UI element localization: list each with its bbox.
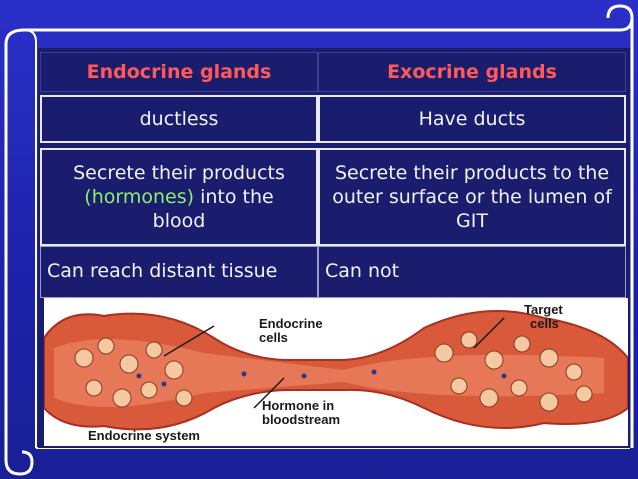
table-header-row: Endocrine glands Exocrine glands <box>40 52 626 92</box>
label-hormone-1: Hormone in <box>262 398 334 413</box>
cell-endocrine-secretion: Secrete their products (hormones) into t… <box>40 148 318 246</box>
cell-exocrine-secretion: Secrete their products to the outer surf… <box>318 148 626 246</box>
header-endocrine: Endocrine glands <box>40 52 318 92</box>
label-hormone-2: bloodstream <box>262 412 340 427</box>
table-row: Secrete their products (hormones) into t… <box>40 148 626 246</box>
table-row: Can reach distant tissue Can not <box>40 246 626 298</box>
hormone-particles <box>136 369 507 387</box>
label-endocrine-cells-2: cells <box>259 330 288 345</box>
endocrine-diagram: Endocrine cells Target cells Hormone in … <box>43 298 629 446</box>
label-target-cells-1: Target <box>524 302 563 317</box>
secretion-text-1: Secrete their products <box>73 162 285 184</box>
header-exocrine: Exocrine glands <box>318 52 626 92</box>
cell-distant-tissue: Can reach distant tissue <box>40 246 318 298</box>
label-target-cells-2: cells <box>530 316 559 331</box>
cell-can-not: Can not <box>318 246 626 298</box>
cell-clusters <box>74 331 593 412</box>
cell-ductless: ductless <box>40 95 318 143</box>
table-row: ductless Have ducts <box>40 95 626 143</box>
secretion-text-3: blood <box>152 210 206 232</box>
secretion-text-2: into the <box>194 186 274 208</box>
hormones-text: (hormones) <box>84 186 195 208</box>
label-endocrine-cells-1: Endocrine <box>259 316 323 331</box>
cell-have-ducts: Have ducts <box>318 95 626 143</box>
label-endocrine-system: Endocrine system <box>88 428 200 443</box>
